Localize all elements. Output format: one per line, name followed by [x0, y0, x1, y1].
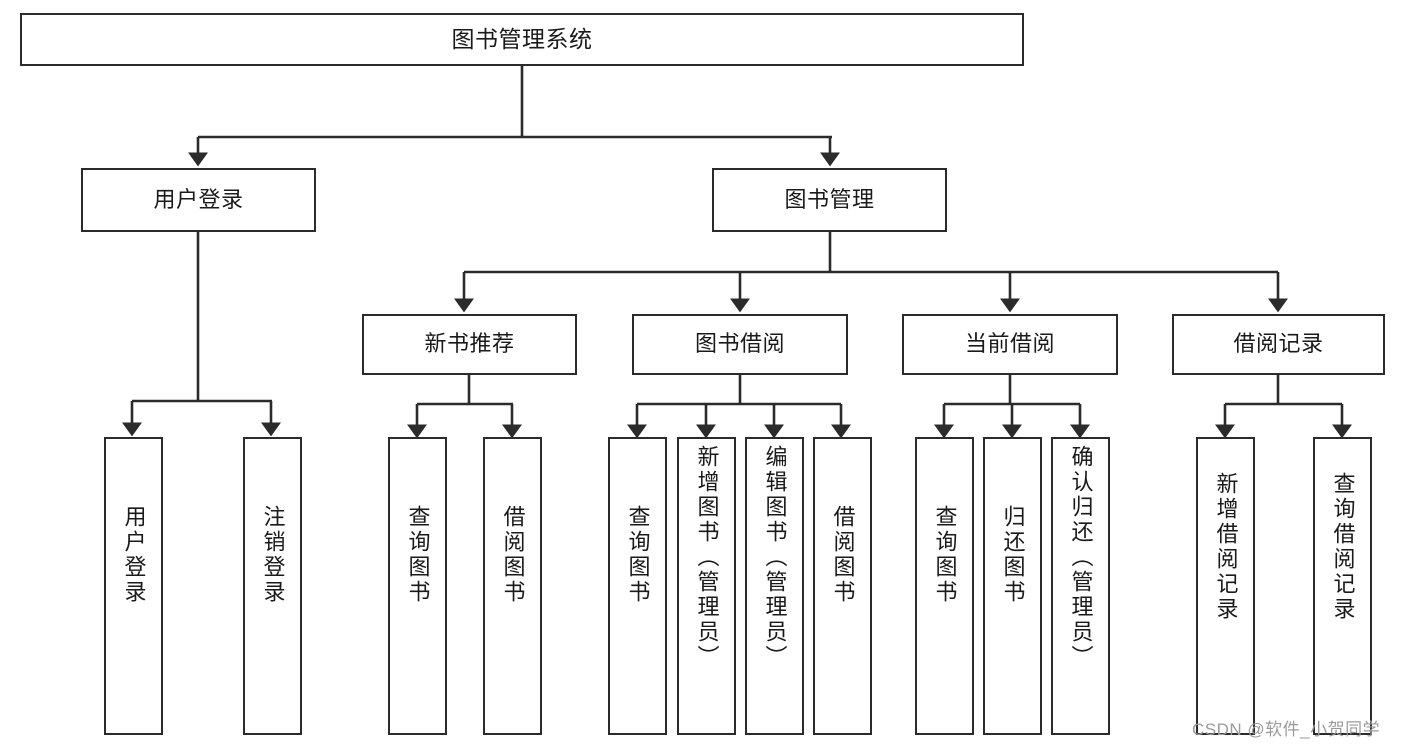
node-label: 借阅记录: [1233, 331, 1324, 357]
leaf-borrow-book-1[interactable]: 借阅图书: [483, 437, 542, 735]
node-current-borrow[interactable]: 当前借阅: [902, 314, 1118, 375]
node-root-system[interactable]: 图书管理系统: [20, 13, 1024, 66]
node-label: 查询图书: [405, 505, 431, 605]
leaf-query-book-1[interactable]: 查询图书: [388, 437, 447, 735]
leaf-add-book[interactable]: 新增图书（管理员）: [677, 437, 736, 735]
node-label: 图书管理: [784, 186, 875, 212]
node-new-book-recommend[interactable]: 新书推荐: [362, 314, 577, 375]
node-label: 当前借阅: [964, 331, 1055, 357]
node-label: 确认归还（管理员）: [1068, 445, 1094, 670]
leaf-borrow-book-2[interactable]: 借阅图书: [813, 437, 872, 735]
leaf-return-book[interactable]: 归还图书: [983, 437, 1042, 735]
node-label: 归还图书: [1000, 505, 1026, 605]
node-label: 新增图书（管理员）: [694, 445, 720, 670]
leaf-logout[interactable]: 注销登录: [243, 437, 302, 735]
leaf-confirm-return[interactable]: 确认归还（管理员）: [1051, 437, 1110, 735]
node-label: 注销登录: [260, 505, 286, 605]
node-label: 借阅图书: [830, 505, 856, 605]
leaf-query-book-2[interactable]: 查询图书: [608, 437, 667, 735]
leaf-edit-book[interactable]: 编辑图书（管理员）: [745, 437, 804, 735]
csdn-watermark: CSDN @软件_小贺同学: [1192, 720, 1381, 739]
node-book-manage[interactable]: 图书管理: [712, 168, 947, 232]
leaf-query-book-3[interactable]: 查询图书: [915, 437, 974, 735]
node-label: 用户登录: [121, 505, 147, 605]
leaf-user-login[interactable]: 用户登录: [104, 437, 163, 735]
node-book-borrow[interactable]: 图书借阅: [632, 314, 848, 375]
leaf-add-record[interactable]: 新增借阅记录: [1196, 437, 1255, 735]
node-label: 用户登录: [153, 186, 244, 212]
node-label: 编辑图书（管理员）: [762, 445, 788, 670]
node-label: 图书管理系统: [451, 25, 593, 52]
node-label: 查询图书: [625, 505, 651, 605]
node-label: 查询图书: [932, 505, 958, 605]
node-label: 新书推荐: [424, 331, 515, 357]
node-user-login[interactable]: 用户登录: [81, 168, 316, 232]
node-borrow-record[interactable]: 借阅记录: [1172, 314, 1385, 375]
node-label: 图书借阅: [694, 331, 785, 357]
leaf-query-record[interactable]: 查询借阅记录: [1313, 437, 1372, 735]
node-label: 查询借阅记录: [1330, 472, 1356, 622]
node-label: 新增借阅记录: [1213, 472, 1239, 622]
node-label: 借阅图书: [500, 505, 526, 605]
